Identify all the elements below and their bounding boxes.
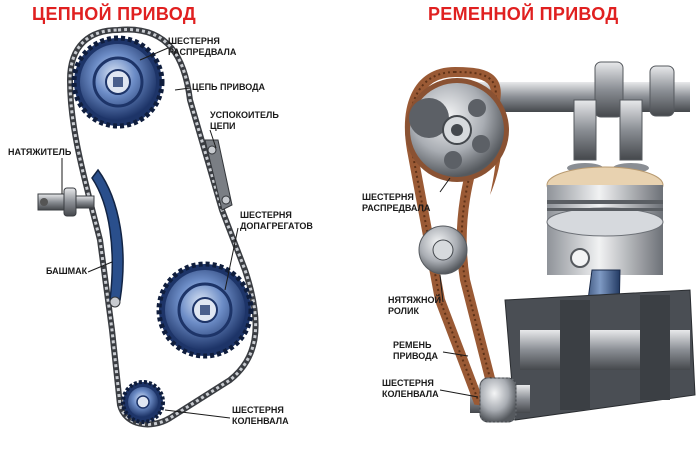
label-chain: ЦЕПЬ ПРИВОДА xyxy=(192,82,266,92)
leader-lines-right xyxy=(439,177,479,398)
idler-pulley xyxy=(418,225,468,275)
label-damper: УСПОКОИТЕЛЬ ЦЕПИ xyxy=(210,110,279,131)
tensioner xyxy=(37,187,95,217)
label-idler: НЯТЯЖНОЙ РОЛИК xyxy=(388,295,441,316)
piston xyxy=(546,166,664,275)
crank-sprocket-left xyxy=(121,380,165,424)
label-belt: РЕМЕНЬ ПРИВОДА xyxy=(393,340,439,361)
label-crank-gear-left: ШЕСТЕРНЯ КОЛЕНВАЛА xyxy=(232,405,289,426)
label-cam-gear-left: ШЕСТЕРНЯ РАСПРЕДВАЛА xyxy=(168,36,237,57)
crankshaft xyxy=(470,289,696,421)
chain-drive-title: ЦЕПНОЙ ПРИВОД xyxy=(32,4,196,24)
label-aux-gear: ШЕСТЕРНЯ ДОПАГРЕГАТОВ xyxy=(240,210,313,231)
label-crank-gear-right: ШЕСТЕРНЯ КОЛЕНВАЛА xyxy=(382,378,439,399)
tensioner-shoe xyxy=(91,168,124,308)
crank-pulley-right xyxy=(479,377,517,423)
label-shoe: БАШМАК xyxy=(46,266,88,276)
cam-sprocket-left xyxy=(71,35,165,129)
aux-sprocket xyxy=(156,261,254,359)
belt-drive-title: РЕМЕННОЙ ПРИВОД xyxy=(428,4,619,24)
label-tensioner: НАТЯЖИТЕЛЬ xyxy=(8,147,72,157)
cam-pulley-right xyxy=(405,78,509,182)
leader-lines-left xyxy=(61,47,239,419)
label-cam-gear-right: ШЕСТЕРНЯ РАСПРЕДВАЛА xyxy=(362,192,431,213)
